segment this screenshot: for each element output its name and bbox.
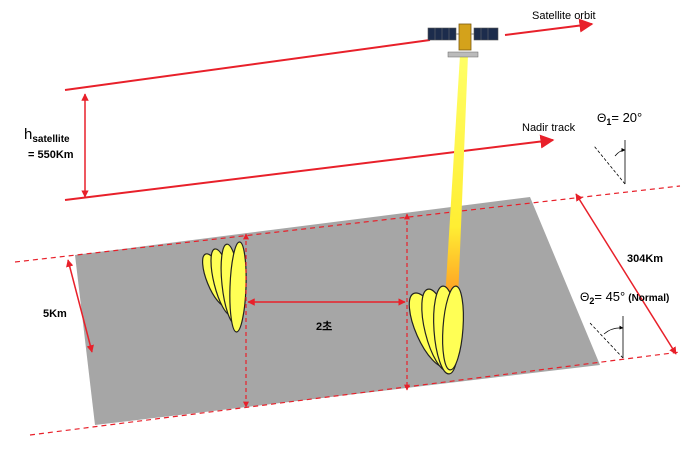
theta1-value: = 20° (611, 110, 642, 125)
orbit-arrow (504, 18, 594, 36)
theta2-angle-marker (589, 316, 624, 359)
ground-swath (75, 197, 600, 425)
spacing-label: 2초 (316, 320, 332, 333)
footprint-length-arrow (66, 259, 94, 353)
theta1-angle-marker (593, 140, 626, 185)
theta2-subscript: 2 (589, 296, 594, 306)
theta1-subscript: 1 (606, 117, 611, 127)
theta2-note: (Normal) (628, 293, 669, 304)
altitude-symbol: h (24, 126, 32, 143)
theta2-label: Θ2= 45°(Normal) (580, 289, 669, 306)
altitude-label: hsatellite (24, 126, 70, 145)
theta1-label: Θ1= 20° (597, 110, 642, 127)
theta2-value: = 45° (594, 289, 625, 304)
theta1-symbol: Θ (597, 111, 606, 125)
satellite-icon (427, 23, 499, 58)
swath-width-arrow (575, 193, 677, 355)
orbit-line (64, 39, 431, 91)
swath-width-label: 304Km (627, 253, 663, 265)
theta2-symbol: Θ (580, 290, 589, 304)
footprint-cluster-left (201, 241, 247, 333)
nadir-track-label: Nadir track (522, 122, 576, 134)
altitude-value: = 550Km (28, 149, 74, 161)
footprint-cluster-right (408, 285, 464, 375)
altitude-subscript: satellite (32, 134, 70, 145)
radar-beam (445, 55, 468, 300)
swath-edge-bottom (29, 351, 681, 436)
swath-edge-top (14, 185, 681, 263)
footprint-length-label: 5Km (43, 308, 67, 320)
nadir-track-line (64, 134, 555, 201)
satellite-orbit-label: Satellite orbit (532, 10, 596, 22)
